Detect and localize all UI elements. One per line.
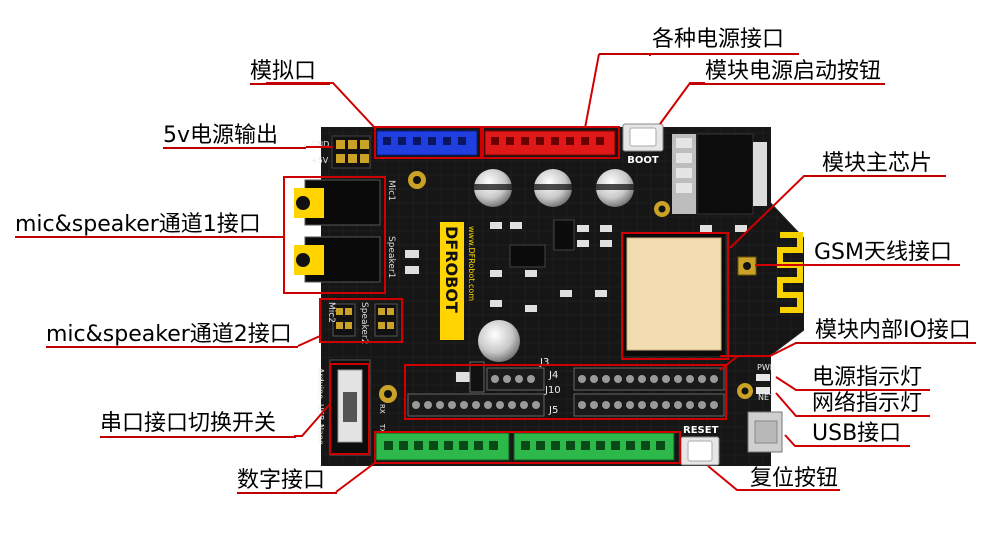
speaker2-silk: Speaker2 <box>359 302 369 344</box>
pwr-label: PWR <box>757 363 776 372</box>
mic2-silk: Mic2 <box>326 302 336 323</box>
j4-label: J4 <box>548 370 558 381</box>
j10-label: J10 <box>544 385 561 396</box>
audio-jacks: Mic1 Speaker1 <box>294 179 396 283</box>
url-text: www.DFRobot.com <box>467 226 476 301</box>
callout-serial-switch: 串口接口切换开关 <box>100 411 277 436</box>
reset-label: RESET <box>683 425 719 436</box>
underline <box>250 83 330 85</box>
j3-header: J3 <box>469 357 549 393</box>
io-headers: J4 J10 J5 <box>407 367 725 417</box>
callout-module-power-button: 模块电源启动按钮 <box>705 59 882 84</box>
underline <box>163 147 306 149</box>
gsm-antenna <box>737 232 803 313</box>
underline <box>15 236 279 238</box>
underline <box>690 83 885 85</box>
callout-5v-output: 5v电源输出 <box>163 123 279 148</box>
underline <box>804 175 946 177</box>
digital-headers <box>375 432 675 461</box>
callout-analog-port: 模拟口 <box>250 59 317 84</box>
callout-mic-speaker-1: mic&speaker通道1接口 <box>15 212 261 237</box>
callout-digital-port: 数字接口 <box>237 468 326 493</box>
callout-network-led: 网络指示灯 <box>812 391 923 416</box>
underline <box>100 436 296 438</box>
callout-main-chip: 模块主芯片 <box>822 151 933 176</box>
brand-text: DFROBOT <box>442 226 461 313</box>
rx-silk: RX <box>378 404 386 414</box>
gnd-label: GND <box>311 140 329 149</box>
j5-label: J5 <box>548 405 558 416</box>
mic1-silk: Mic1 <box>386 180 396 201</box>
underline <box>796 342 976 344</box>
boot-button[interactable]: BOOT <box>622 123 664 166</box>
mounting-holes <box>379 171 753 403</box>
net-label: NET <box>758 393 774 402</box>
callout-reset-button: 复位按钮 <box>750 466 839 491</box>
5v-label: +5V <box>311 156 329 165</box>
status-leds: PWR NET <box>756 363 776 402</box>
switch-usb: USB <box>316 404 325 420</box>
gsm-module <box>621 232 727 358</box>
underline <box>237 492 337 494</box>
switch-arduino: Arduino <box>316 368 325 399</box>
underline <box>46 346 298 348</box>
j3-label: J3 <box>539 357 549 368</box>
switch-nano: Nano <box>316 424 325 445</box>
mic-speaker-2-headers: Mic2 Speaker2 <box>326 302 398 344</box>
analog-header <box>376 130 478 156</box>
power-header <box>484 130 616 156</box>
speaker1-silk: Speaker1 <box>386 236 396 278</box>
tx-silk: TX <box>378 423 386 433</box>
callout-power-led: 电源指示灯 <box>812 365 923 390</box>
callout-mic-speaker-2: mic&speaker通道2接口 <box>46 322 292 347</box>
callout-usb-port: USB接口 <box>812 421 902 446</box>
callout-gsm-antenna: GSM天线接口 <box>814 240 952 265</box>
smd-components <box>405 222 747 382</box>
reset-button[interactable]: RESET <box>680 425 720 466</box>
boot-label: BOOT <box>627 155 659 166</box>
dfrobot-logo: DFROBOT www.DFRobot.com <box>440 222 476 340</box>
voltage-regulator <box>672 133 767 215</box>
capacitors <box>474 169 634 362</box>
5v-output-header: GND +5V <box>311 135 371 169</box>
callout-power-ports: 各种电源接口 <box>652 27 785 52</box>
underline <box>599 53 799 55</box>
callout-module-io: 模块内部IO接口 <box>815 318 971 343</box>
serial-switch[interactable]: Arduino USB Nano RX TX <box>316 359 386 456</box>
usb-connector <box>747 411 783 453</box>
